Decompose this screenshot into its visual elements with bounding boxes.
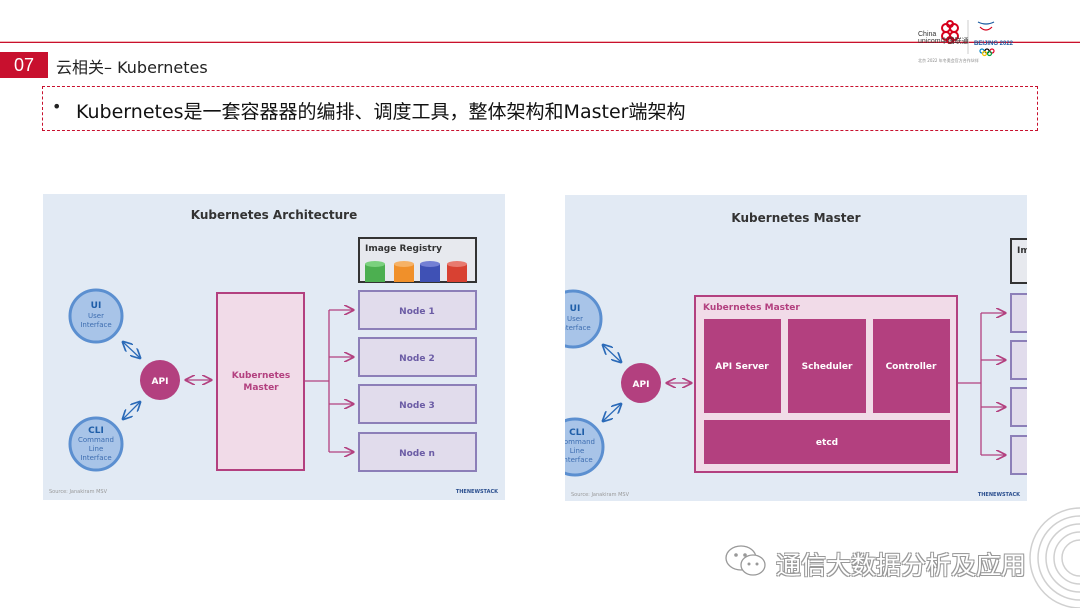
svg-text:Scheduler: Scheduler (802, 362, 853, 372)
svg-text:UI: UI (91, 301, 102, 311)
svg-text:Controller: Controller (886, 362, 937, 372)
watermark-text: 通信大数据分析及应用 (776, 551, 1027, 580)
image-registry: Image Registry (358, 237, 477, 283)
bullet-marker: • (52, 97, 62, 116)
cli-circle: CLI Command Line Interface (565, 417, 605, 477)
svg-text:User: User (88, 312, 104, 320)
svg-text:Line: Line (89, 445, 104, 453)
node-box: Node 3 (358, 384, 477, 424)
svg-text:Kubernetes Master: Kubernetes Master (703, 303, 800, 313)
header-divider (0, 42, 1080, 43)
svg-text:API: API (152, 377, 169, 387)
node-box: Node 1 (358, 290, 477, 330)
svg-text:API Server: API Server (715, 362, 769, 372)
sponsor-subtext: 北京 2022 年冬奥会官方合作伙伴 (918, 58, 979, 63)
ui-circle: UI User Interface (565, 289, 603, 349)
architecture-diagram: Kubernetes Architecture Image Registry U… (43, 194, 505, 500)
image-registry-partial: Im (1010, 238, 1027, 284)
bullet-text: Kubernetes是一套容器器的编排、调度工具，整体架构和Master端架构 (76, 101, 686, 123)
diagram-title: Kubernetes Master (731, 211, 860, 225)
svg-text:Interface: Interface (80, 454, 111, 462)
svg-text:Node 3: Node 3 (399, 401, 435, 411)
ui-circle: UI User Interface (68, 288, 124, 344)
unicom-knot-icon (941, 20, 995, 57)
svg-text:API: API (633, 380, 650, 390)
svg-text:Interface: Interface (565, 324, 591, 332)
controller-box: Controller (873, 319, 950, 413)
source-note: Source: Janakiram MSV (571, 492, 630, 498)
master-node-connectors (957, 313, 1005, 455)
bullet-box (42, 86, 1038, 131)
svg-text:UI: UI (570, 304, 581, 314)
svg-text:Interface: Interface (80, 321, 111, 329)
svg-text:Command: Command (78, 436, 114, 444)
brand-mark: THENEWSTACK (456, 489, 499, 495)
carrier-name: China unicom中国联通 (918, 31, 969, 45)
svg-text:Node 2: Node 2 (399, 354, 435, 364)
registry-barrel-orange-icon (394, 261, 414, 282)
wechat-icon (725, 545, 766, 576)
svg-text:Interface: Interface (565, 456, 593, 464)
svg-text:Command: Command (565, 438, 595, 446)
node-box: Node 2 (358, 337, 477, 377)
ui-api-arrow (603, 345, 621, 362)
svg-text:Master: Master (243, 383, 279, 393)
sponsor-logo: China unicom中国联通 BEIJING 2022 北京 2022 年冬… (916, 18, 1020, 66)
ui-api-arrow (123, 342, 140, 358)
brand-mark: THENEWSTACK (978, 492, 1021, 498)
svg-text:Kubernetes: Kubernetes (232, 371, 290, 381)
svg-text:CLI: CLI (569, 428, 585, 438)
etcd-box: etcd (704, 420, 950, 464)
node-box-partial (1010, 387, 1027, 427)
section-number-badge: 07 (0, 52, 48, 78)
scheduler-box: Scheduler (788, 319, 866, 413)
node-box-partial (1010, 293, 1027, 333)
svg-text:CLI: CLI (88, 426, 104, 436)
wechat-watermark: 通信大数据分析及应用 (724, 542, 1054, 582)
decorative-corner-pattern (1029, 507, 1080, 608)
node-box-partial (1010, 435, 1027, 475)
registry-label: Image Registry (365, 244, 442, 254)
master-node-connectors (304, 310, 353, 452)
cli-circle: CLI Command Line Interface (68, 416, 124, 472)
svg-text:Node 1: Node 1 (399, 307, 435, 317)
node-box: Node n (358, 432, 477, 472)
svg-text:Line: Line (570, 447, 585, 455)
section-title: 云相关– Kubernetes (56, 58, 208, 77)
node-box-partial (1010, 340, 1027, 380)
registry-barrel-green-icon (365, 261, 385, 282)
api-server-box: API Server (704, 319, 781, 413)
diagram-title: Kubernetes Architecture (191, 208, 357, 222)
api-circle: API (140, 360, 180, 400)
svg-text:Node n: Node n (399, 449, 435, 459)
registry-barrel-red-icon (447, 261, 467, 282)
master-diagram: Kubernetes Master Im UI User Interface C… (565, 195, 1027, 501)
olympics-text: BEIJING 2022 (974, 41, 1014, 47)
kubernetes-master-box: Kubernetes Master (216, 292, 305, 471)
cli-api-arrow (603, 404, 621, 421)
svg-text:Im: Im (1017, 246, 1027, 256)
cli-api-arrow (123, 402, 140, 419)
svg-text:User: User (567, 315, 583, 323)
source-note: Source: Janakiram MSV (49, 489, 108, 495)
api-circle: API (621, 363, 661, 403)
svg-text:etcd: etcd (816, 438, 838, 448)
registry-barrel-blue-icon (420, 261, 440, 282)
